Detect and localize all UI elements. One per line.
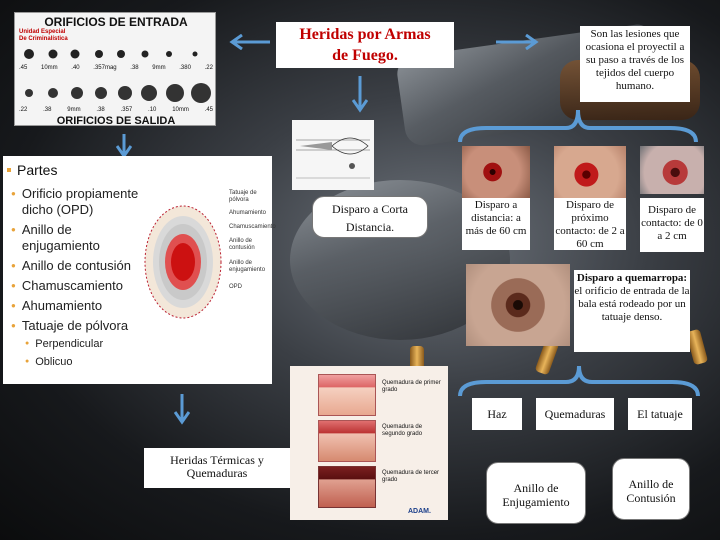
arrow-right-icon <box>496 34 539 50</box>
exit-caliber: .45 <box>204 107 213 113</box>
unit-line1: Unidad Especial <box>19 29 66 35</box>
contusion-box: Anillo de Contusión <box>612 458 690 520</box>
parts-panel: Partes ●Orificio propiamente dicho (OPD)… <box>3 156 276 384</box>
short-distance-text: Disparo a Corta Distancia. <box>332 202 408 234</box>
exit-caliber: .10 <box>148 107 157 113</box>
title-line1: Heridas por Armas <box>299 26 431 43</box>
exit-caliber: 10mm <box>172 107 189 113</box>
thermal-text: Heridas Térmicas y Quemaduras <box>170 453 264 480</box>
list-item: ●Orificio propiamente dicho (OPD) <box>11 186 139 217</box>
list-item: ●Ahumamiento <box>11 298 103 313</box>
diagram-labels: Tatuaje de pólvora Ahumamiento Chamuscam… <box>229 190 276 291</box>
list-item: ●Anillo de contusión <box>11 258 131 273</box>
exit-caliber-row: .22 .38 9mm .38 .357 .10 10mm .45 <box>19 107 213 113</box>
page-title: Heridas por Armas de Fuego. <box>276 22 454 68</box>
parts-heading: Partes <box>17 162 58 178</box>
tatuaje-box: El tatuaje <box>628 398 692 430</box>
arrow-down-icon <box>174 394 190 425</box>
definition-text: Son las lesiones que ocasiona el proyect… <box>585 28 685 92</box>
distance-card-text: Disparo a distancia: a más de 60 cm <box>465 199 527 237</box>
haz-label: Haz <box>487 407 507 421</box>
entry-caliber: .45 <box>19 65 28 71</box>
exit-title: ORIFICIOS DE SALIDA <box>56 115 176 127</box>
wound-photo-distance <box>462 146 530 198</box>
thermal-box: Heridas Térmicas y Quemaduras <box>144 448 290 488</box>
entry-caliber: .357mag <box>93 65 117 71</box>
exit-caliber: .38 <box>43 107 52 113</box>
short-distance-box: Disparo a Corta Distancia. <box>312 196 428 238</box>
contusion-label: Anillo de Contusión <box>626 477 676 505</box>
burns-brand: ADAM. <box>408 508 431 515</box>
entry-caliber-row: .45 10mm .40 .357mag .38 9mm .380 .22 <box>19 65 213 71</box>
entry-holes <box>24 49 198 59</box>
entry-caliber: .38 <box>130 65 139 71</box>
burn-layer-third <box>318 466 376 508</box>
exit-caliber: .357 <box>120 107 133 113</box>
burns-illustration: Quemadura de primer grado Quemadura de s… <box>290 366 448 520</box>
ballistics-diagram <box>292 120 374 190</box>
wound-photo-contact <box>640 146 704 194</box>
diagram-label: Tatuaje de pólvora <box>229 190 257 203</box>
diagram-label: Chamuscamiento <box>229 224 276 230</box>
quemarropa-body: el orificio de entrada de la bala está r… <box>574 285 690 323</box>
entry-exit-orifices-card: ORIFICIOS DE ENTRADA Unidad Especial De … <box>14 12 216 127</box>
list-item: ●Perpendicular <box>25 338 104 350</box>
burn-layer-first <box>318 374 376 416</box>
entry-caliber: .380 <box>179 65 191 71</box>
diagram-label: Anillo de contusión <box>229 238 255 251</box>
brace-top-icon <box>458 109 698 143</box>
entry-caliber: .22 <box>204 65 213 71</box>
enjugamiento-box: Anillo de Enjugamiento <box>486 462 586 524</box>
arrow-left-icon <box>229 34 270 50</box>
tatuaje-label: El tatuaje <box>637 407 683 421</box>
wound-photo-near-contact <box>554 146 626 198</box>
list-item: ●Tatuaje de pólvora <box>11 318 129 333</box>
burn-layer-second <box>318 420 376 462</box>
burn-label: Quemadura de tercer grado <box>382 470 440 483</box>
exit-caliber: 9mm <box>67 107 81 113</box>
entry-title: ORIFICIOS DE ENTRADA <box>44 15 188 29</box>
title-line2: de Fuego. <box>332 47 398 64</box>
exit-holes <box>25 83 211 103</box>
burn-label: Quemadura de primer grado <box>382 380 441 393</box>
diagram-label: Ahumamiento <box>229 210 267 216</box>
arrow-down-icon <box>352 76 368 113</box>
distance-card-text: Disparo de contacto: de 0 a 2 cm <box>641 204 703 242</box>
list-item: ●Chamuscamiento <box>11 278 123 293</box>
quemaduras-label: Quemaduras <box>544 407 606 421</box>
list-item: ●Anillo de enjugamiento <box>11 222 100 253</box>
exit-caliber: .22 <box>19 107 28 113</box>
exit-caliber: .38 <box>96 107 105 113</box>
wound-rings-diagram <box>144 205 222 319</box>
entry-caliber: 10mm <box>40 65 58 71</box>
unit-line2: De Criminalística <box>19 36 68 42</box>
brace-bottom-icon <box>458 365 700 397</box>
wound-photo-quemarropa <box>466 264 570 346</box>
parts-list: ●Orificio propiamente dicho (OPD) ●Anill… <box>11 186 141 370</box>
haz-box: Haz <box>472 398 522 430</box>
entry-caliber: .40 <box>71 65 80 71</box>
burn-label: Quemadura de segundo grado <box>382 424 423 437</box>
quemarropa-title: Disparo a quemarropa: <box>576 272 688 284</box>
parts-heading-row: Partes <box>7 162 57 178</box>
enjugamiento-label: Anillo de Enjugamiento <box>502 481 570 509</box>
distance-card-contact: Disparo de contacto: de 0 a 2 cm <box>640 198 704 252</box>
distance-card-far: Disparo a distancia: a más de 60 cm <box>462 198 530 250</box>
diagram-label: OPD <box>229 284 243 290</box>
quemaduras-box: Quemaduras <box>536 398 614 430</box>
diagram-label: Anillo de enjugamiento <box>229 260 266 273</box>
trajectory-diagram-icon <box>296 137 370 179</box>
entry-caliber: 9mm <box>152 65 166 71</box>
list-item: ●Oblicuo <box>25 356 73 368</box>
definition-box: Son las lesiones que ocasiona el proyect… <box>580 26 690 102</box>
quemarropa-box: Disparo a quemarropa: el orificio de ent… <box>574 270 690 352</box>
distance-card-text: Disparo de próximo contacto: de 2 a 60 c… <box>555 199 625 250</box>
distance-card-near-contact: Disparo de próximo contacto: de 2 a 60 c… <box>554 198 626 250</box>
bullet-icon <box>7 168 11 172</box>
